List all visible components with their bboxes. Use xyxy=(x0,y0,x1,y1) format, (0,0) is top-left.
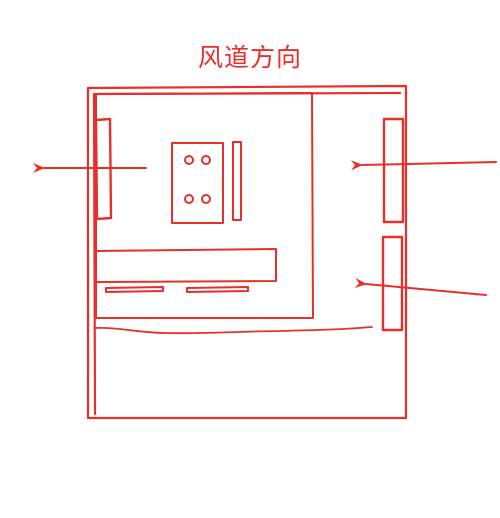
screw-icon xyxy=(184,194,194,204)
diagram-title: 风道方向 xyxy=(197,43,302,72)
motherboard-board xyxy=(95,92,314,319)
screw-icon xyxy=(201,155,211,165)
pc-case-outline xyxy=(86,84,408,420)
psu-shroud-line xyxy=(93,326,373,335)
front-intake-fan-bottom xyxy=(381,235,404,332)
screw-icon xyxy=(184,155,194,165)
front-intake-fan-top xyxy=(382,117,405,224)
cpu-cooler-with-four-screws xyxy=(171,142,224,224)
graphics-card xyxy=(95,248,277,293)
intake-arrow-bottom xyxy=(354,278,487,296)
ram-stick xyxy=(232,141,242,221)
rear-exhaust-fan xyxy=(94,117,113,221)
intake-arrow-top xyxy=(350,160,497,171)
screw-icon xyxy=(201,194,211,204)
